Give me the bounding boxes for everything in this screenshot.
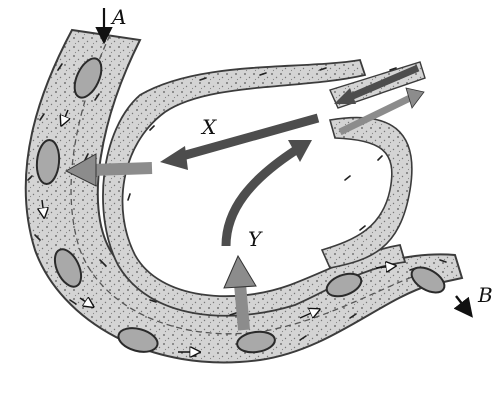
label-b: B bbox=[477, 283, 493, 307]
label-y: Y bbox=[248, 227, 263, 251]
label-x: X bbox=[200, 115, 217, 139]
label-a: A bbox=[110, 5, 126, 29]
arrow-b bbox=[456, 296, 470, 314]
